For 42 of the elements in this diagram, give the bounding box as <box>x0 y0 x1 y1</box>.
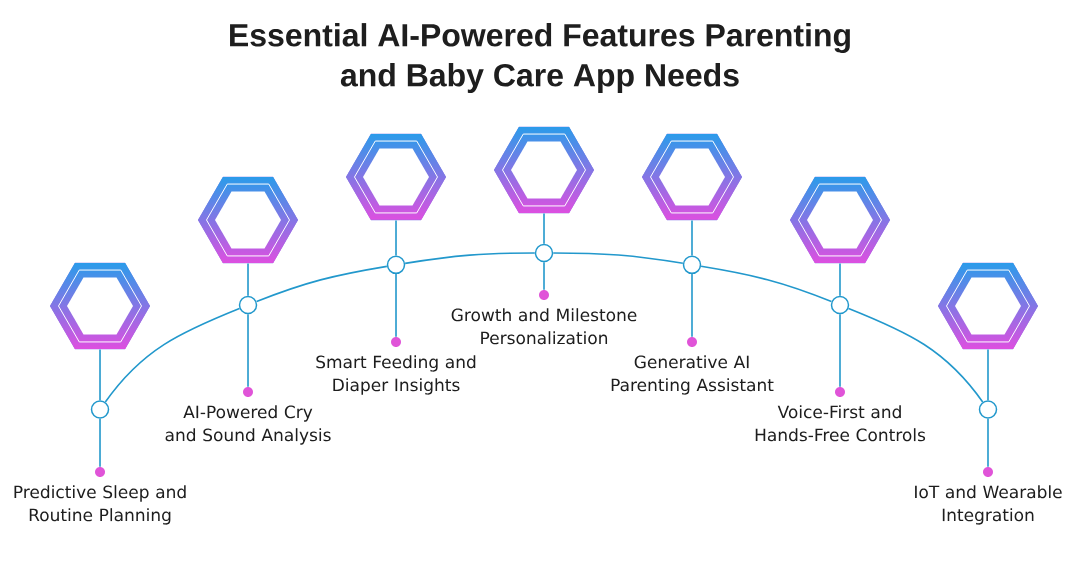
title: Essential AI-Powered Features Parenting and Baby Care App Needs <box>230 23 850 93</box>
connector-line <box>99 348 101 402</box>
connector-line <box>543 261 545 291</box>
connector-line <box>104 307 241 403</box>
connector-line <box>987 348 989 402</box>
hexagon-icon <box>790 176 890 264</box>
connector-line <box>847 307 984 403</box>
connector-line <box>987 418 989 468</box>
feature-label: Growth and Milestone Personalization <box>451 308 637 345</box>
connector-line <box>543 212 545 245</box>
feature-label: Smart Feeding and Diaper Insights <box>316 355 476 395</box>
feature-label: IoT and Wearable Integration <box>915 485 1062 525</box>
connector-line <box>247 313 249 388</box>
junction-circle <box>682 255 702 275</box>
feature-label: Predictive Sleep and Routine Planning <box>14 485 186 525</box>
feature-label: Voice-First and Hands-Free Controls <box>755 405 926 442</box>
hexagon-icon <box>642 133 742 221</box>
connector-line <box>552 252 684 265</box>
junction-circle <box>978 400 998 419</box>
connector-line <box>700 265 833 303</box>
junction-circle <box>238 295 258 315</box>
connector-line <box>395 273 397 338</box>
connector-line <box>839 313 841 388</box>
hexagon-icon <box>50 262 150 350</box>
feature-label: Generative AI Parenting Assistant <box>611 355 774 395</box>
connector-line <box>247 262 249 297</box>
junction-circle <box>830 295 850 315</box>
hexagon-icon <box>346 133 446 221</box>
junction-circle <box>386 255 406 275</box>
connector-line <box>691 219 693 257</box>
hexagon-icon <box>198 176 298 264</box>
connector-line <box>255 265 388 303</box>
junction-circle <box>90 400 110 419</box>
connector-line <box>839 262 841 297</box>
connector-line <box>99 418 101 468</box>
connector-line <box>404 252 536 265</box>
junction-circle <box>534 243 554 263</box>
hexagon-icon <box>938 262 1038 350</box>
connector-line <box>395 219 397 257</box>
feature-label: AI-Powered Cry and Sound Analysis <box>165 405 331 445</box>
hexagon-icon <box>494 126 594 214</box>
connector-line <box>691 273 693 338</box>
